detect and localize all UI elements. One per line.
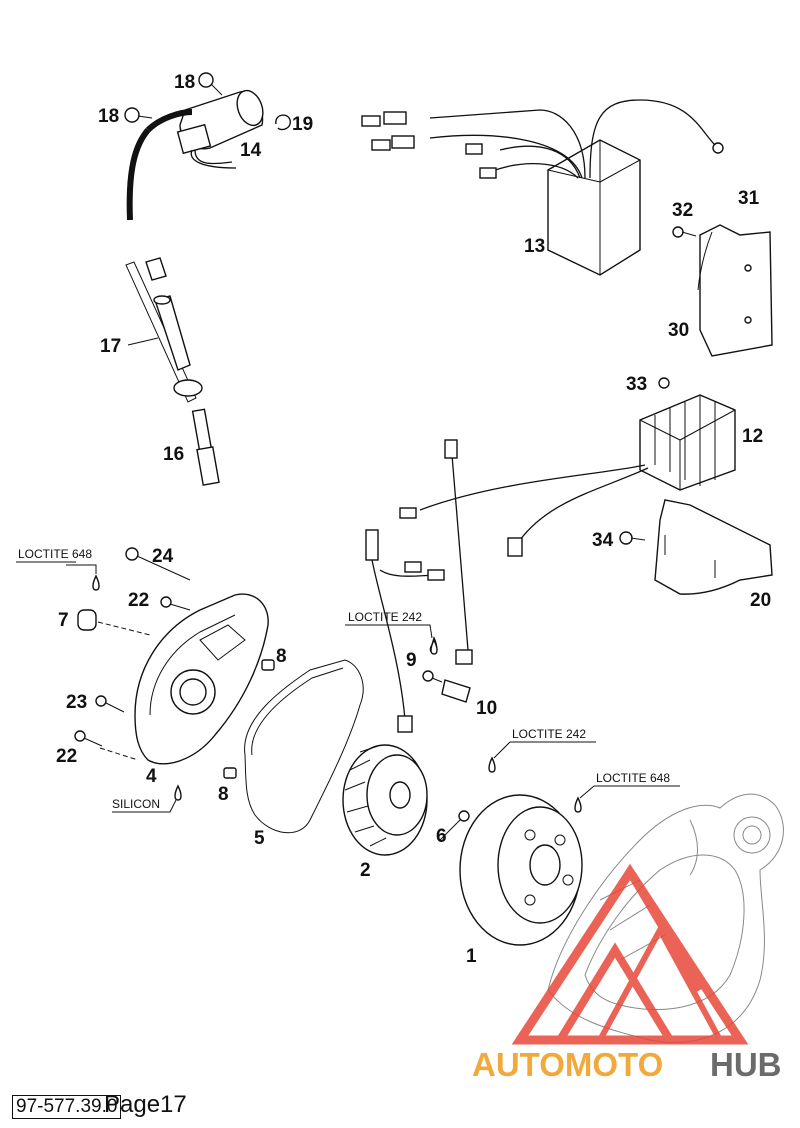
note-loctite-648-left: LOCTITE 648 — [18, 547, 92, 561]
label-19: 19 — [292, 114, 313, 135]
spark-plug-cap — [125, 257, 203, 403]
label-12: 12 — [742, 426, 763, 447]
watermark-logo — [511, 863, 749, 1045]
drop-loctite-648-left — [92, 574, 100, 591]
bolt-6 — [439, 810, 470, 841]
plug-7 — [77, 609, 97, 631]
note-loctite-242-mid: LOCTITE 242 — [348, 610, 422, 624]
label-31: 31 — [738, 188, 760, 209]
note-silicon: SILICON — [112, 797, 160, 811]
watermark-text-red: AUTOMOTO — [472, 1046, 663, 1083]
label-8-upper: 8 — [276, 646, 287, 667]
leader-lines — [16, 337, 680, 813]
drop-silicon — [174, 784, 182, 801]
part-number-labels: 18 18 19 14 13 32 31 30 17 33 12 16 34 2… — [56, 72, 771, 967]
label-6: 6 — [436, 826, 447, 847]
label-24: 24 — [152, 546, 174, 567]
label-33: 33 — [626, 374, 647, 395]
note-loctite-648-right: LOCTITE 648 — [596, 771, 670, 785]
clip-19 — [275, 114, 291, 131]
label-18-left: 18 — [98, 106, 119, 127]
ignition-cover — [134, 593, 269, 765]
bolt-24 — [125, 547, 191, 581]
document-code: 97-577.39.0 — [12, 1095, 122, 1119]
bolt-18-left — [124, 107, 153, 123]
label-14: 14 — [240, 140, 262, 161]
dowel-8-upper — [261, 659, 275, 671]
stator — [342, 744, 428, 856]
bolt-18-top — [198, 72, 223, 96]
stator-harness — [365, 439, 473, 733]
label-7: 7 — [58, 610, 69, 631]
drop-loctite-242-mid — [430, 638, 438, 655]
label-23: 23 — [66, 692, 87, 713]
voltage-regulator — [399, 394, 736, 557]
cdi-unit — [361, 99, 724, 276]
label-10: 10 — [476, 698, 497, 719]
ignition-coil — [126, 89, 264, 221]
page-number: Page17 — [104, 1091, 187, 1118]
label-8-lower: 8 — [218, 784, 229, 805]
assembly-notes: LOCTITE 648 LOCTITE 242 LOCTITE 242 LOCT… — [18, 547, 670, 811]
bracket-plate — [697, 224, 773, 357]
bolt-32 — [672, 226, 697, 238]
label-34: 34 — [592, 530, 614, 551]
drop-loctite-242-right — [488, 756, 496, 773]
label-1: 1 — [466, 946, 477, 967]
bolt-34 — [619, 531, 646, 545]
dowel-8-lower — [223, 767, 237, 779]
flywheel-rotor — [459, 794, 583, 946]
label-18-top: 18 — [174, 72, 195, 93]
note-loctite-242-right: LOCTITE 242 — [512, 727, 586, 741]
label-32: 32 — [672, 200, 693, 221]
label-13: 13 — [524, 236, 545, 257]
label-2: 2 — [360, 860, 371, 881]
bolt-22-lower — [74, 730, 103, 747]
label-20: 20 — [750, 590, 771, 611]
pickup-sensor — [422, 636, 471, 703]
label-5: 5 — [254, 828, 265, 849]
label-30: 30 — [668, 320, 689, 341]
label-22-lower: 22 — [56, 746, 77, 767]
bolt-22-upper — [160, 596, 191, 611]
regulator-bracket — [654, 499, 773, 595]
nut-33 — [658, 377, 670, 389]
label-22-upper: 22 — [128, 590, 149, 611]
label-17: 17 — [100, 336, 121, 357]
label-16: 16 — [163, 444, 184, 465]
gasket — [244, 659, 364, 834]
label-9: 9 — [406, 650, 417, 671]
drop-loctite-648-right — [574, 796, 582, 813]
watermark-text-gray: HUB — [710, 1046, 782, 1083]
bolt-23 — [95, 695, 125, 713]
spark-plug — [191, 408, 220, 486]
label-4: 4 — [146, 766, 157, 787]
